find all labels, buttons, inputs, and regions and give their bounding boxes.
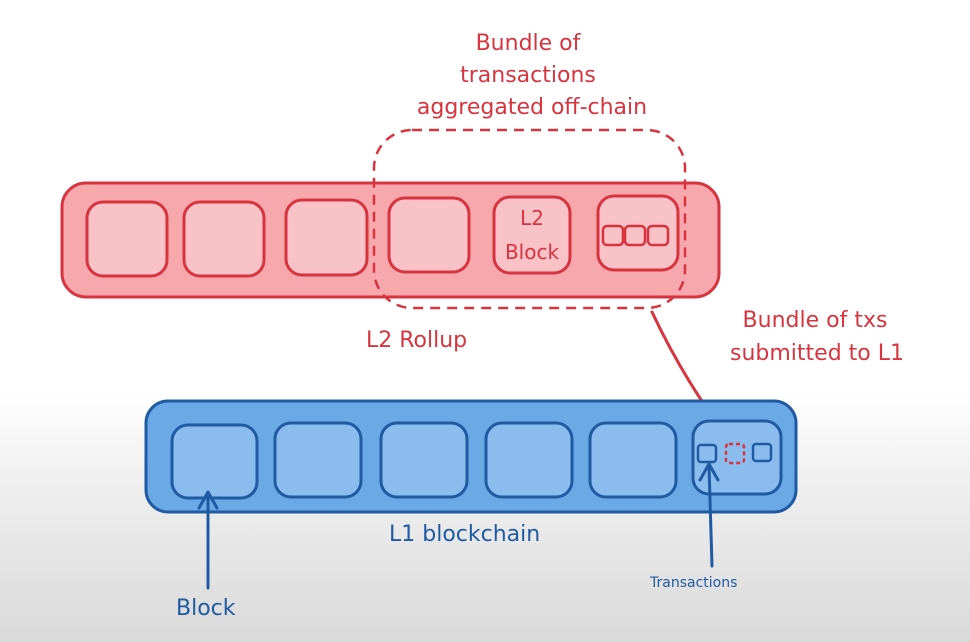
l1-transaction xyxy=(696,443,718,464)
submission-annotation-line-2: submitted to L1 xyxy=(730,341,904,366)
block-pointer-arrow-head xyxy=(197,490,219,510)
l1-block xyxy=(379,421,469,499)
l2-transaction xyxy=(646,224,670,247)
l2-block xyxy=(387,196,471,274)
block-pointer-label: Block xyxy=(176,596,236,621)
l1-block xyxy=(170,423,259,500)
l2-block-label-line-2: Block xyxy=(505,240,560,264)
l2-transaction xyxy=(601,224,625,247)
rollup-bundle-transaction xyxy=(724,442,746,465)
submission-annotation-line-1: Bundle of txs xyxy=(743,308,888,333)
transactions-pointer-label: Transactions xyxy=(649,575,737,591)
transactions-pointer-arrow xyxy=(707,464,714,568)
l1-block xyxy=(484,421,574,499)
l1-block xyxy=(588,421,678,499)
bundle-outline xyxy=(372,128,687,310)
bundle-annotation-line-2: transactions xyxy=(460,63,596,88)
l2-block xyxy=(182,200,266,278)
bundle-annotation-line-1: Bundle of xyxy=(476,31,582,56)
l2-block xyxy=(284,198,369,277)
l2-transaction xyxy=(623,224,647,247)
l2-block-labeled xyxy=(492,195,572,275)
l1-transaction xyxy=(751,442,773,463)
l1-blockchain-label: L1 blockchain xyxy=(389,522,540,547)
transactions-pointer-arrow-head xyxy=(698,462,720,482)
l2-block-label-line-1: L2 xyxy=(520,206,544,230)
l1-block xyxy=(273,421,363,499)
l2-rollup-label: L2 Rollup xyxy=(366,328,467,353)
l2-block xyxy=(85,200,169,278)
bundle-annotation-line-3: aggregated off-chain xyxy=(417,95,647,120)
